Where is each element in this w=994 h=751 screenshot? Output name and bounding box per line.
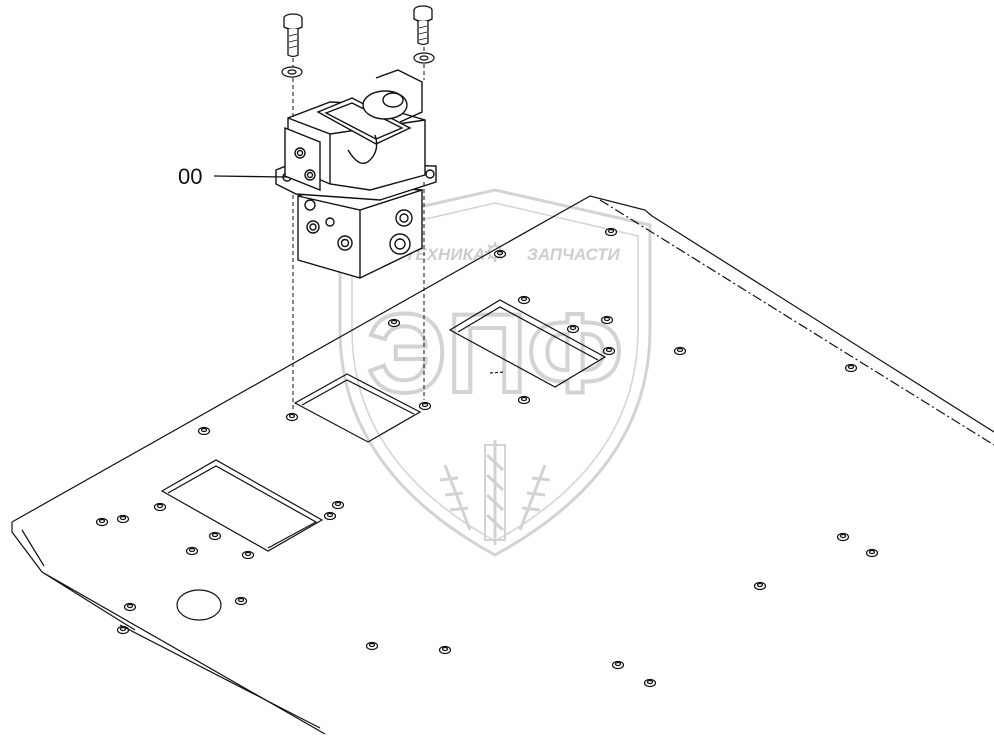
bolt-hole [602,346,616,356]
valve-top-cover [316,97,412,145]
bolt-hole-inner [520,296,528,302]
bolt-hole-inner [200,427,208,433]
bolt-hole [197,426,211,436]
mounting-plate [11,195,994,735]
bolt-hole-inner [368,642,376,648]
callout-label: 00 [178,164,202,189]
bolt-hole-inner [569,325,577,331]
bolt-hole-inner [237,597,245,603]
bolt-hole [643,678,657,688]
bolt-hole-inner [441,646,449,652]
bolt-hole-inner [334,501,342,507]
bolt-hole [153,502,167,512]
bolt-hole-inner [839,533,847,539]
callout-leader-line [213,175,288,178]
bolt-hole-inner [156,503,164,509]
plate-bolt-holes [95,227,879,688]
bolt-hole [323,511,337,521]
plate-cutout-left [160,459,324,552]
bolt-hole-inner [520,396,528,402]
bolt-hole-inner [326,512,334,518]
bolt-hole-inner [421,402,429,408]
plate-edge-thickness [21,529,321,729]
plate-centerline [599,199,994,446]
valve-assembly [275,69,437,279]
bolt-hole [600,315,614,325]
watermark-wheat-icon [439,440,551,545]
valve-side-block [284,126,321,192]
bolt-hole [438,645,452,655]
plate-cutout-center [293,373,422,443]
bolt-hole [865,548,879,558]
bolt-hole-inner [98,518,106,524]
bolt-left [283,13,303,58]
bolt-hole [673,346,687,356]
bolt-hole [123,602,137,612]
plate-outline [11,195,994,735]
bolt-hole [418,401,432,411]
bolt-hole-inner [614,661,622,667]
bolt-hole [331,500,345,510]
bolt-hole [116,625,130,635]
bolt-hole [387,318,401,328]
washer-left [281,66,303,78]
bolt-hole [517,395,531,405]
bolt-hole [836,532,850,542]
part-callout: 00 [178,164,288,189]
bolt-hole [493,249,507,259]
bolt-hole [241,550,255,560]
bolt-hole [95,517,109,527]
bolt-hole [604,227,618,237]
bolt-hole-inner [211,532,219,538]
bolt-hole-inner [244,551,252,557]
watermark-text-right: ЗАПЧАСТИ [527,245,620,264]
bolt-hole-inner [288,413,296,419]
bolt-hole [285,412,299,422]
bolt-hole-inner [676,347,684,353]
bolt-hole [365,641,379,651]
bolt-hole-inner [496,250,504,256]
assembly-lines [292,47,425,412]
bolt-right [413,5,433,46]
bolt-hole-inner [188,547,196,553]
watermark-shield [338,188,652,557]
plate-cutout-right [448,299,607,388]
valve-ports [304,199,413,255]
bolt-hole-inner [119,515,127,521]
bolt-hole [517,295,531,305]
bolt-hole-inner [607,228,615,234]
bolt-hole [208,531,222,541]
bolt-hole-inner [119,626,127,632]
bolt-hole-inner [126,603,134,609]
bolt-hole-inner [646,679,654,685]
bolt-hole-inner [605,347,613,353]
bolt-hole [753,581,767,591]
watermark-text-left: ТЕХНИКА [405,245,485,264]
bolt-hole [234,596,248,606]
plate-round-hole [176,589,222,621]
bolt-hole [116,514,130,524]
bolt-hole-inner [756,582,764,588]
bolt-hole [566,324,580,334]
bolt-hole-inner [868,549,876,555]
bolt-hole [844,363,858,373]
bolt-hole-inner [847,364,855,370]
bolt-hole [185,546,199,556]
bolt-hole-inner [390,319,398,325]
washer-right [413,52,435,64]
bolt-hole-inner [603,316,611,322]
bolt-hole [611,660,625,670]
